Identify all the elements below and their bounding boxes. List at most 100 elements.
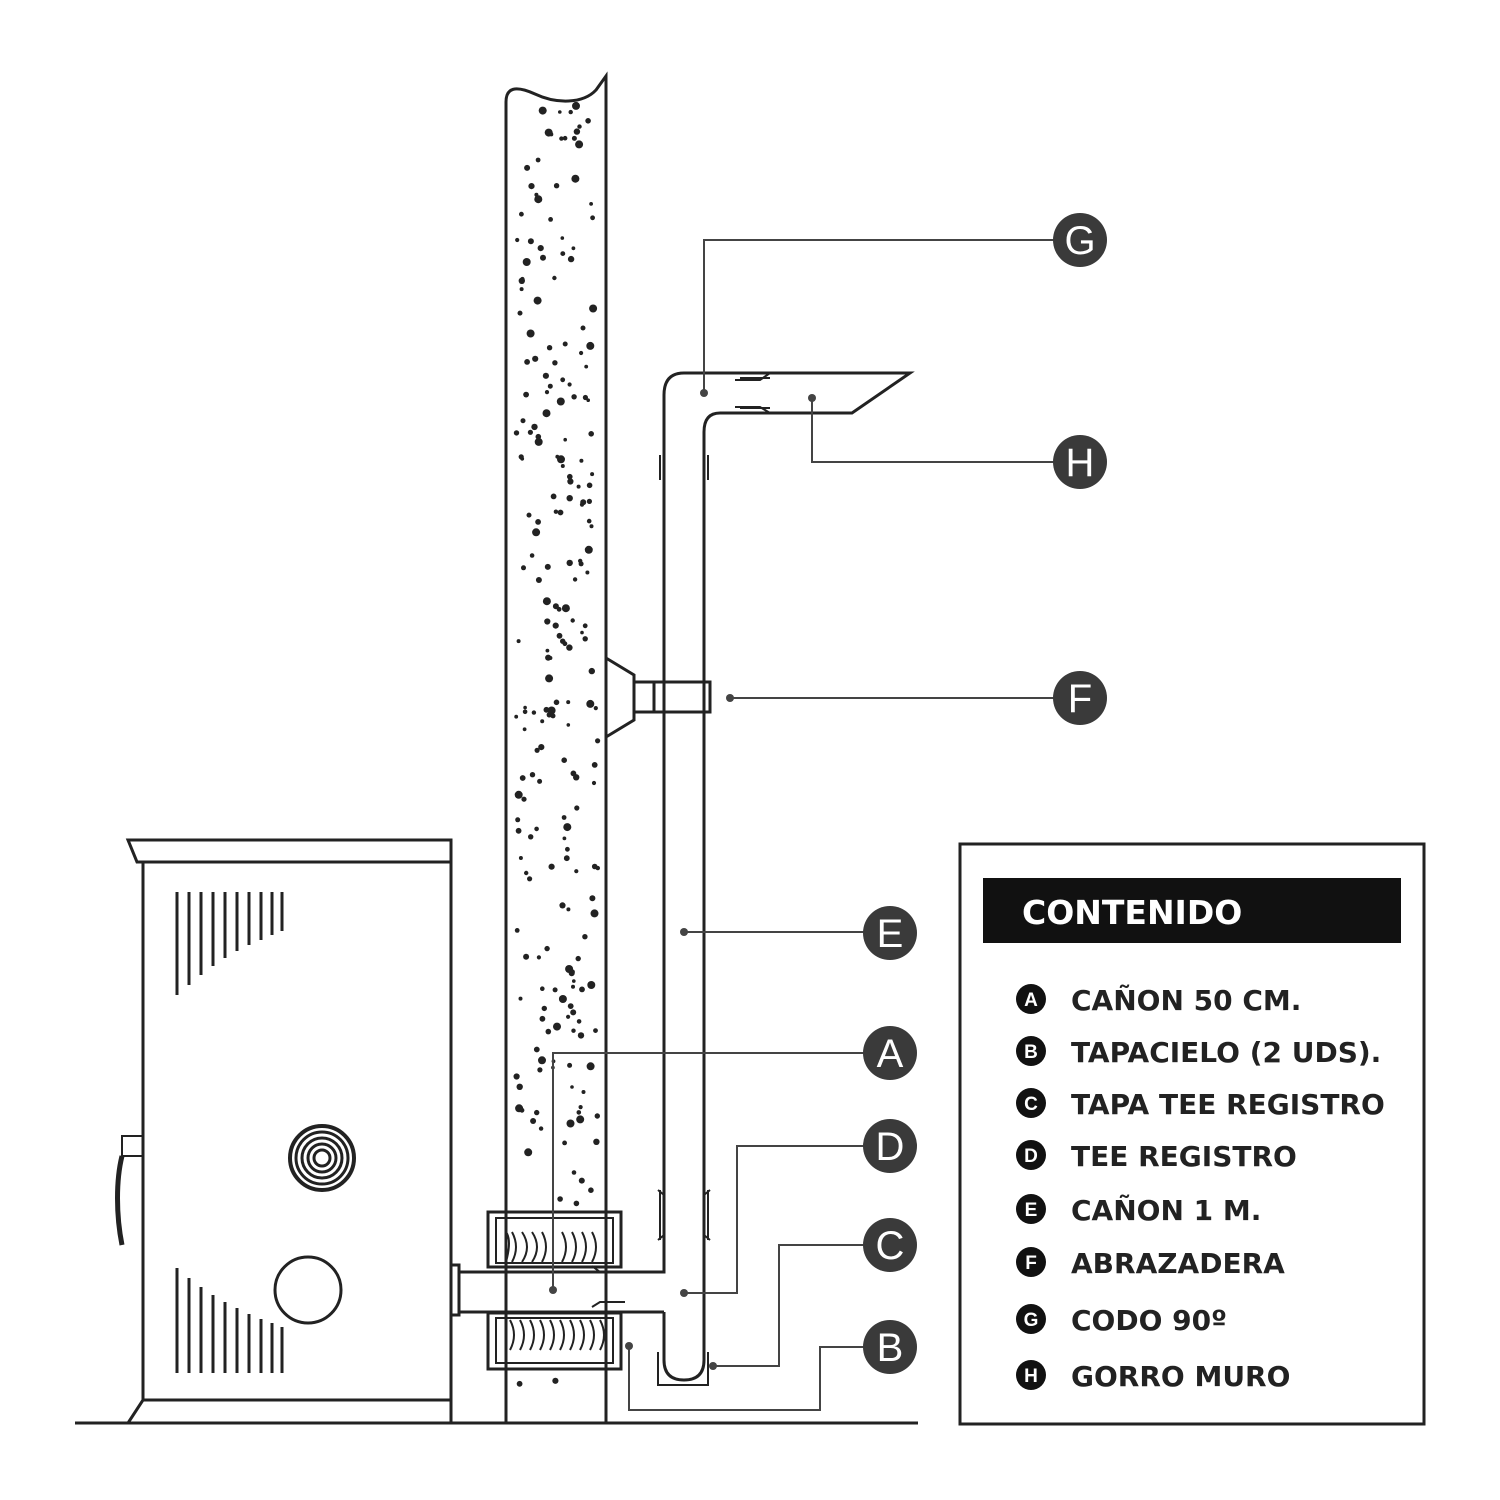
wall-dot xyxy=(570,1009,577,1016)
wall-dot xyxy=(590,472,595,477)
wall-dot xyxy=(534,747,540,753)
wall-dot xyxy=(552,360,558,366)
wall-dot xyxy=(548,863,555,870)
wall-dot xyxy=(538,744,545,751)
stove xyxy=(115,838,453,1425)
callout-h: H xyxy=(1053,435,1107,489)
svg-text:TAPA TEE REGISTRO: TAPA TEE REGISTRO xyxy=(1071,1088,1385,1121)
wall-dot xyxy=(579,986,585,993)
wall-dot xyxy=(535,433,542,440)
wall-dot xyxy=(556,606,562,612)
wall-dot xyxy=(544,945,550,952)
wall-dot xyxy=(527,876,533,882)
wall-dot xyxy=(593,1028,598,1033)
svg-text:C: C xyxy=(1024,1094,1038,1115)
wall-dot xyxy=(566,559,573,567)
svg-text:TAPACIELO (2 UDS).: TAPACIELO (2 UDS). xyxy=(1071,1036,1381,1069)
svg-text:F: F xyxy=(1025,1253,1037,1274)
svg-text:G: G xyxy=(1064,219,1095,263)
wall-dot xyxy=(532,528,541,537)
wall-dot xyxy=(567,255,575,263)
wall-dot xyxy=(559,902,566,909)
wall-dot xyxy=(544,563,551,570)
wall-dot xyxy=(576,1110,582,1115)
wall-dot xyxy=(520,456,525,461)
wall-dot xyxy=(586,699,595,708)
wall-dot xyxy=(578,1177,585,1184)
wall-dot xyxy=(534,826,539,832)
svg-text:E: E xyxy=(877,912,904,956)
wall-dot xyxy=(593,1138,600,1146)
wall-dot xyxy=(570,618,575,623)
wall-dot xyxy=(545,674,554,683)
wall-dot xyxy=(526,329,535,338)
wall-dot xyxy=(540,719,545,724)
wall-dot xyxy=(589,202,593,206)
wall-dot xyxy=(582,934,588,940)
wall-dot xyxy=(562,836,567,841)
wall-dot xyxy=(590,909,599,918)
wall-dot xyxy=(573,774,580,781)
wall-dot xyxy=(565,965,574,973)
wall-dot xyxy=(516,1083,523,1091)
wall-dot xyxy=(534,195,543,204)
wall-dot xyxy=(520,276,525,282)
wall-dot xyxy=(528,834,534,840)
wall-dot xyxy=(538,1056,546,1065)
svg-text:A: A xyxy=(877,1032,904,1076)
wall-dot xyxy=(562,641,568,647)
wall-dot xyxy=(519,211,524,217)
legend-title-bar xyxy=(983,878,1401,943)
wall-dot xyxy=(561,757,567,763)
wall-dot xyxy=(557,509,564,516)
wall-dot xyxy=(535,157,541,163)
svg-text:H: H xyxy=(1066,441,1095,485)
wall-dot xyxy=(521,565,526,571)
wall-dot xyxy=(558,995,567,1003)
horizontal-pipe xyxy=(449,1263,625,1317)
legend-item-d: D TEE REGISTRO xyxy=(1016,1140,1297,1173)
wall-dot xyxy=(540,986,545,991)
wall-dot xyxy=(562,341,568,347)
wall-dot xyxy=(575,955,581,962)
svg-text:D: D xyxy=(876,1125,905,1169)
wall-dot xyxy=(546,345,553,351)
wall-dot xyxy=(548,217,553,222)
wall-dot xyxy=(574,869,579,874)
wall-dot xyxy=(563,855,570,862)
wall-dot xyxy=(513,430,520,436)
wall-dot xyxy=(538,106,547,115)
wall-dot xyxy=(572,101,580,110)
wall-dot xyxy=(524,359,530,365)
wall-dot xyxy=(586,1062,595,1071)
wall-dot xyxy=(568,109,573,115)
wall-dot xyxy=(552,275,557,281)
wall-dot xyxy=(539,1015,546,1022)
wall-dot xyxy=(526,512,532,518)
wall-dot xyxy=(586,498,593,504)
wall-dot xyxy=(563,823,572,832)
wall-dot xyxy=(523,705,527,710)
wall-dot xyxy=(515,817,521,823)
wall-dot xyxy=(537,245,544,252)
wall-dot xyxy=(561,815,567,820)
wall-dot xyxy=(524,1148,533,1157)
wall-dot xyxy=(577,124,582,129)
legend-item-g: G CODO 90º xyxy=(1016,1304,1227,1337)
wall-dot xyxy=(558,110,562,114)
wall-dot xyxy=(566,907,571,912)
wall-bracket xyxy=(605,656,712,739)
wall-dot xyxy=(587,981,596,989)
wall-dot xyxy=(533,1046,540,1053)
wall-dot xyxy=(566,1014,571,1019)
legend-title: CONTENIDO xyxy=(1022,893,1242,932)
wall-dot xyxy=(571,1170,577,1175)
wall-dot xyxy=(561,604,570,613)
wall-dot xyxy=(586,518,592,524)
callout-g: G xyxy=(1053,213,1107,267)
wall-dot xyxy=(516,639,521,644)
svg-text:C: C xyxy=(876,1224,905,1268)
legend-item-h: H GORRO MURO xyxy=(1016,1360,1290,1393)
wall-texture-dots xyxy=(513,101,601,1387)
